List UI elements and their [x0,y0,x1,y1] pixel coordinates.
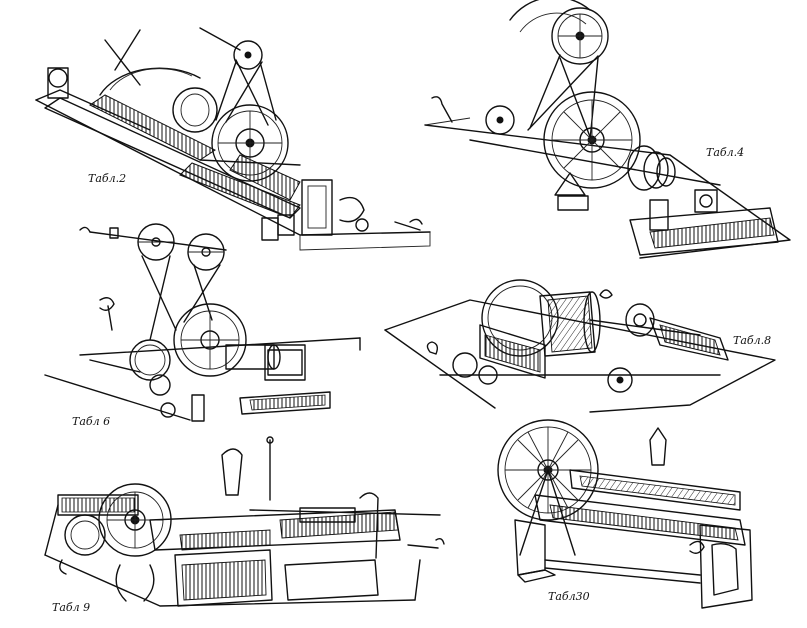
lathe-tabl-4 [424,0,791,259]
caption-tabl-2: Табл.2 [88,172,127,185]
lathe-tabl-6 [44,223,361,422]
caption-tabl-9: Табл 9 [52,601,91,614]
caption-tabl-8: Табл.8 [733,334,772,347]
lathe-tabl-30 [497,419,753,609]
lathe-tabl-9 [44,436,445,607]
caption-tabl-6: Табл 6 [72,415,111,428]
lathe-tabl-2 [35,27,431,251]
caption-tabl-30: Табл30 [548,590,590,603]
caption-tabl-4: Табл.4 [706,146,745,159]
lathe-tabl-8 [384,279,776,413]
